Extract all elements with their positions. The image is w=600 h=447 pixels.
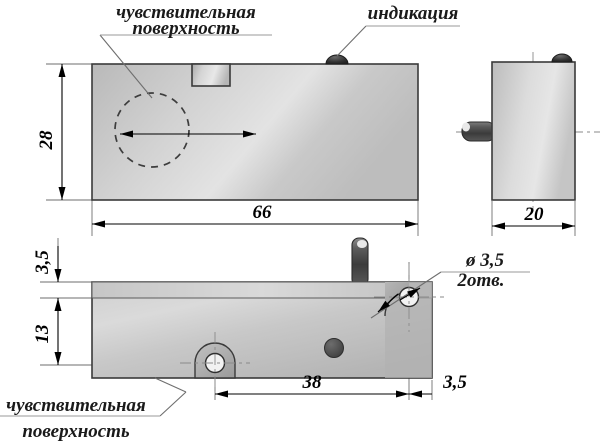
hole-diameter-label: ø 3,5 [465,250,505,271]
dimension-38: 38 [215,372,409,398]
cable-connector [461,121,497,142]
dimension-13-label: 13 [32,325,53,344]
dimension-35-right-label: 3,5 [442,372,467,393]
dimension-66-label: 66 [253,202,273,223]
dimension-35-top-label: 3,5 [32,250,53,275]
bottom-cable-stub [351,237,369,287]
bottom-view: 3,5 13 38 3,5 [32,237,467,400]
callout-sensitive-surface-bottom: чувствительная поверхность [0,377,187,442]
callout-hole-diameter: ø 3,5 2отв. [370,250,530,319]
dimension-28: 28 [36,64,256,200]
leader-line-sensitive-bottom [154,377,187,393]
dimension-20-label: 20 [524,204,545,225]
dimension-35-top: 3,5 [32,246,62,282]
leader-line-sensitive-top [99,34,153,99]
hole-arrow-upper [399,287,421,301]
side-view: 20 [456,52,600,236]
leader-line-sensitive-bottom-2 [159,391,187,417]
callout-indication: индикация [336,3,460,57]
side-extension-lines [491,200,576,236]
recess-notch [191,63,231,87]
indication-label: индикация [368,3,459,24]
leader-line-indication [336,25,367,57]
bottom-right-shoulder [385,282,432,378]
hole-arrow-lower [377,293,399,313]
sensitive-surface-top-line2: поверхность [132,18,240,39]
sensitive-surface-top-line1: чувствительная [116,2,256,23]
sensitive-surface-bottom-line2: поверхность [22,421,130,442]
front-view: 28 66 [36,54,419,236]
dimension-13: 13 [32,298,62,365]
dimension-28-label: 28 [36,130,57,151]
dimension-20: 20 [492,204,575,230]
bottom-top-strip [91,281,433,299]
dark-port-dot [324,338,344,358]
side-indicator-led-icon [551,53,573,63]
side-body [491,61,576,201]
sensitive-surface-bottom-line1: чувствительная [6,395,146,416]
hole-count-label: 2отв. [456,270,504,291]
sensing-zone-dashed-circle [114,92,190,168]
dimension-38-label: 38 [302,372,323,393]
dimension-35-right: 3,5 [409,372,467,398]
indicator-led-icon [325,54,349,65]
dimension-66: 66 [92,202,418,228]
bottom-hole-center-lines [180,264,444,398]
callout-sensitive-surface-top: чувствительная поверхность [99,2,272,99]
